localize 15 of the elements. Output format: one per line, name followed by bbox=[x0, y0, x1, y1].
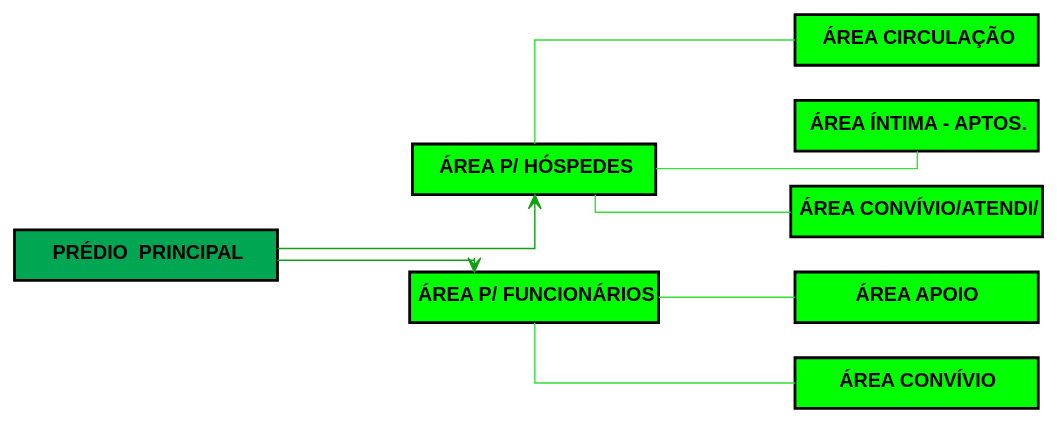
arrow bbox=[276, 257, 482, 273]
node-box: ÁREA CONVÍVIO/ATENDI/ bbox=[789, 184, 1044, 239]
connector bbox=[655, 150, 919, 170]
connector bbox=[658, 296, 796, 298]
node-box: ÁREA APOIO bbox=[793, 270, 1040, 324]
node-box: ÁREA P/ FUNCIONÁRIOS bbox=[408, 270, 660, 324]
node-box: ÁREA P/ HÓSPEDES bbox=[411, 142, 658, 197]
node-box: PRÉDIO PRINCIPAL bbox=[13, 228, 279, 282]
arrow bbox=[276, 194, 542, 250]
node-box: ÁREA ÍNTIMA - APTOS. bbox=[793, 99, 1040, 153]
node-box: ÁREA CIRCULAÇÃO bbox=[793, 13, 1040, 67]
connector bbox=[534, 322, 796, 384]
connector bbox=[594, 194, 792, 213]
node-box: ÁREA CONVÍVIO bbox=[793, 356, 1040, 410]
connector bbox=[534, 39, 796, 145]
